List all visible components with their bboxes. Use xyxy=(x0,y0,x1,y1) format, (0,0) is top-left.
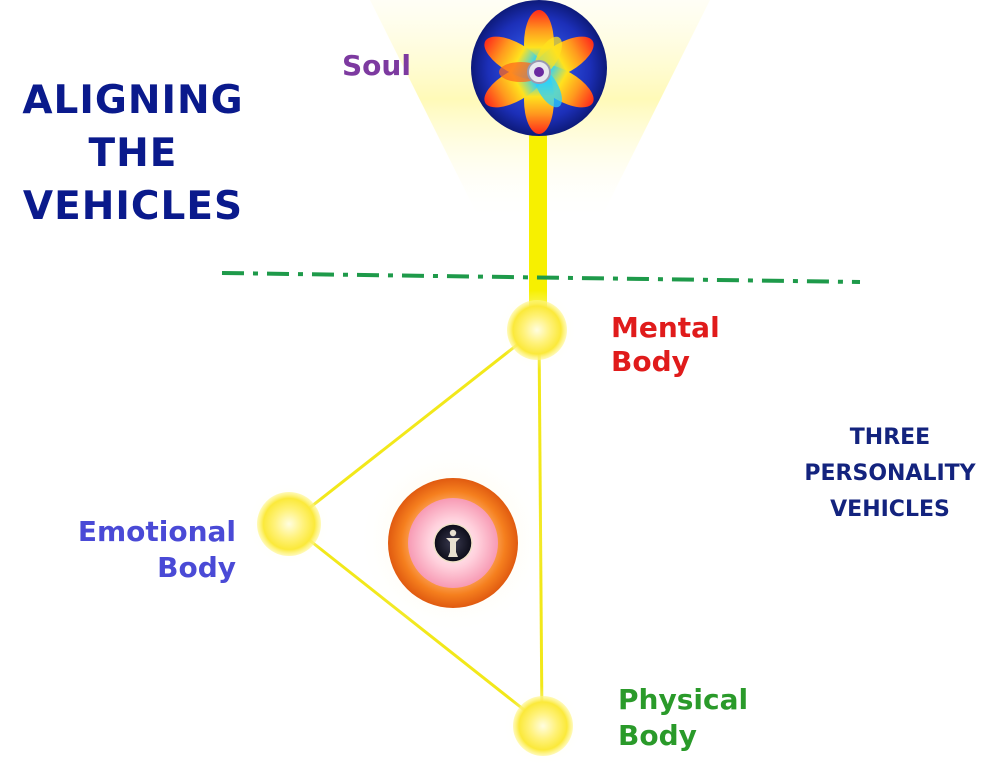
title-line-2: THE xyxy=(0,127,266,180)
emotional-label-line-2: Body xyxy=(76,550,236,586)
physical-label-line-2: Body xyxy=(618,718,748,754)
physical-body-label: Physical Body xyxy=(618,682,748,754)
personality-label-line-3: VEHICLES xyxy=(790,492,984,528)
emotional-label-line-1: Emotional xyxy=(76,514,236,550)
soul-label: Soul xyxy=(342,50,411,82)
mental-label-line-1: Mental xyxy=(611,311,720,345)
personality-vehicles-label: THREE PERSONALITY VEHICLES xyxy=(790,420,984,528)
personality-label-line-2: PERSONALITY xyxy=(790,456,984,492)
physical-body-orb xyxy=(503,686,583,766)
meditating-figure-icon xyxy=(434,524,472,562)
mental-body-label: Mental Body xyxy=(611,311,720,379)
emotional-body-label: Emotional Body xyxy=(76,514,236,586)
mental-body-orb xyxy=(497,290,577,370)
personality-label-line-1: THREE xyxy=(790,420,984,456)
emotional-body-orb xyxy=(247,482,331,566)
physical-label-line-1: Physical xyxy=(618,682,748,718)
lotus-flower-icon xyxy=(471,0,607,136)
title-line-3: VEHICLES xyxy=(0,180,266,233)
page-title: ALIGNING THE VEHICLES xyxy=(0,74,266,233)
mental-label-line-2: Body xyxy=(611,345,720,379)
title-line-1: ALIGNING xyxy=(0,74,266,127)
